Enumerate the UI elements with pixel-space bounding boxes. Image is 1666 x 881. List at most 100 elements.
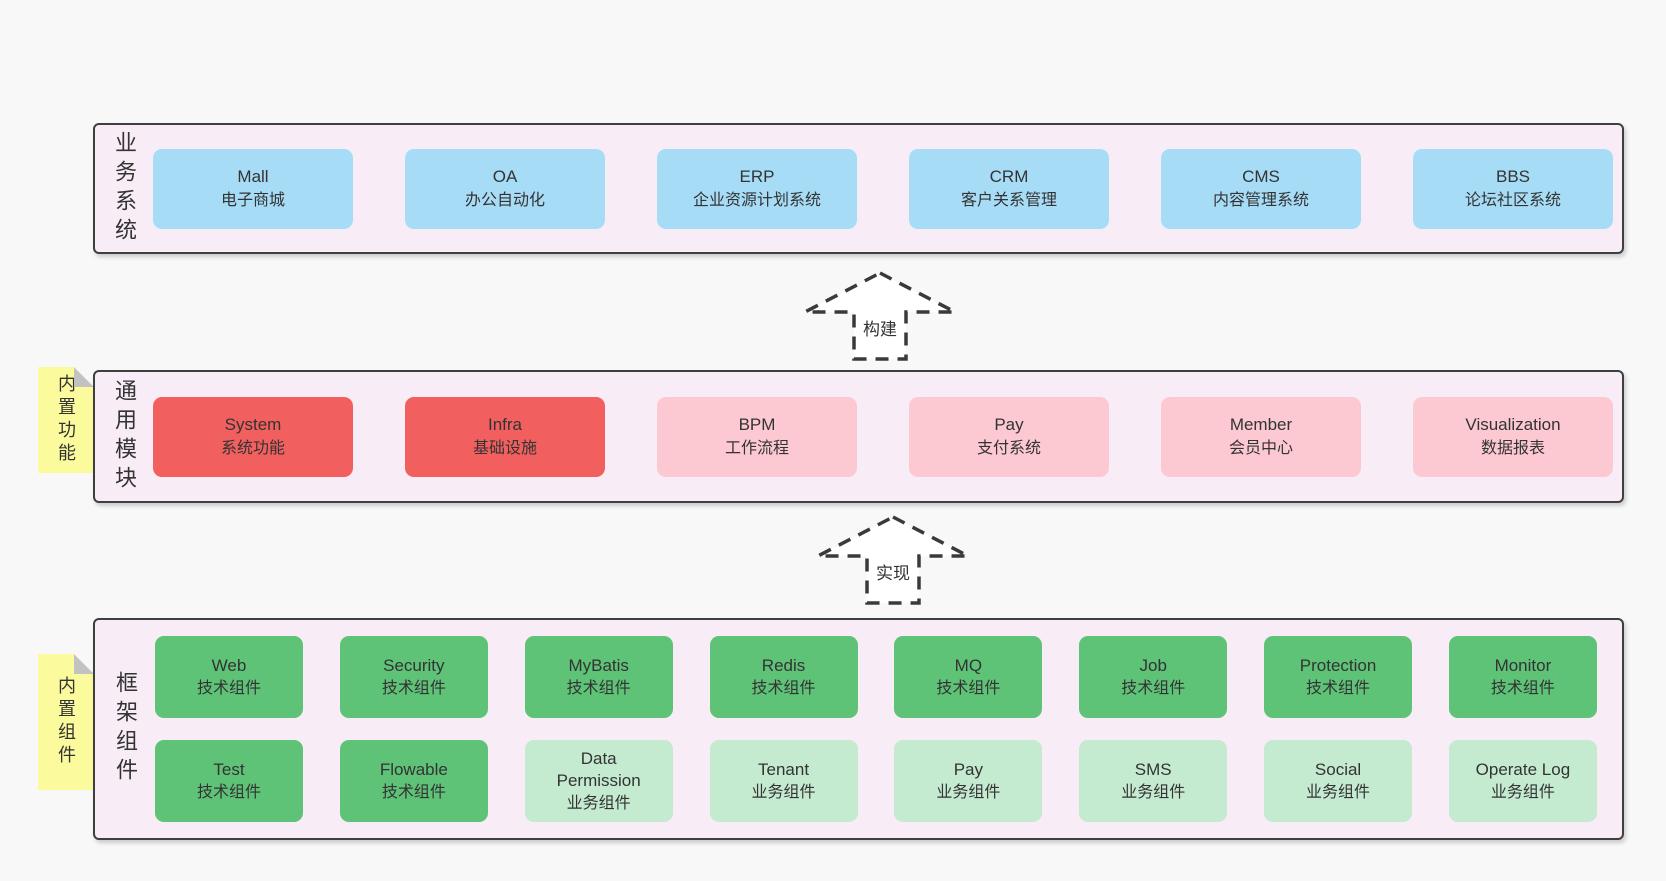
box-zh-label: 技术组件 [751, 679, 816, 697]
box-zh-label: 办公自动化 [464, 192, 545, 210]
box-zh-label: 业务组件 [1121, 783, 1186, 801]
box-operate-log: Operate Log 业务组件 [1448, 740, 1597, 822]
box-system: System 系统功能 [153, 396, 353, 477]
box-bbs: BBS 论坛社区系统 [1413, 148, 1613, 229]
box-oa: OA 办公自动化 [405, 148, 605, 229]
box-zh-label: 论坛社区系统 [1464, 192, 1561, 210]
box-zh-label: 工作流程 [724, 440, 789, 458]
box-flowable: Flowable 技术组件 [339, 740, 488, 822]
box-en-label: Visualization [1465, 414, 1561, 434]
box-zh-label: 技术组件 [196, 679, 261, 697]
box-zh-label: 支付系统 [976, 440, 1041, 458]
box-zh-label: 技术组件 [936, 679, 1001, 697]
box-zh-label: 业务组件 [1490, 783, 1555, 801]
box-en-label: Data Permission [556, 749, 641, 791]
box-tenant: Tenant 业务组件 [709, 740, 858, 822]
box-zh-label: 系统功能 [220, 440, 285, 458]
box-en-label: MQ [954, 656, 983, 676]
sticky-label-builtin-features: 内置功能 [56, 374, 76, 466]
box-mybatis: MyBatis 技术组件 [524, 636, 673, 718]
box-cms: CMS 内容管理系统 [1161, 148, 1361, 229]
box-web: Web 技术组件 [155, 636, 303, 718]
box-zh-label: 技术组件 [381, 783, 446, 801]
box-row: Mall 电子商城 OA 办公自动化 ERP 企业资源计划系统 CRM 客户关系管理 CMS 内容… [153, 148, 1613, 229]
box-sms: SMS 业务组件 [1079, 740, 1228, 822]
box-en-label: Social [1314, 760, 1362, 780]
box-en-label: BBS [1495, 166, 1531, 186]
box-zh-label: 技术组件 [1490, 679, 1555, 697]
box-zh-label: 技术组件 [1306, 679, 1371, 697]
box-en-label: Pay [953, 760, 984, 780]
box-zh-label: 内容管理系统 [1212, 192, 1309, 210]
arrow-build: 构建 [804, 270, 956, 362]
band-business-systems-rows: Mall 电子商城 OA 办公自动化 ERP 企业资源计划系统 CRM 客户关系管理 CMS 内容… [153, 125, 1613, 252]
box-en-label: OA [492, 166, 518, 186]
box-data-permission: Data Permission 业务组件 [524, 740, 673, 822]
box-en-label: Infra [487, 414, 523, 434]
box-member: Member 会员中心 [1161, 396, 1361, 477]
box-zh-label: 数据报表 [1480, 440, 1545, 458]
box-en-label: Security [383, 656, 445, 676]
sticky-fold-icon [74, 367, 94, 387]
box-security: Security 技术组件 [339, 636, 488, 718]
box-zh-label: 企业资源计划系统 [692, 192, 821, 210]
box-zh-label: 业务组件 [751, 783, 816, 801]
box-en-label: Mall [237, 166, 269, 186]
band-label-business-systems: 业务系统 [112, 130, 137, 247]
box-zh-label: 客户关系管理 [960, 192, 1057, 210]
box-en-label: Tenant [758, 760, 810, 780]
box-en-label: Redis [761, 656, 806, 676]
sticky-label-builtin-components: 内置组件 [56, 676, 76, 768]
box-zh-label: 会员中心 [1228, 440, 1293, 458]
box-zh-label: 业务组件 [1306, 783, 1371, 801]
box-pay: Pay 业务组件 [894, 740, 1043, 822]
box-infra: Infra 基础设施 [405, 396, 605, 477]
arrow-implement-label: 实现 [872, 557, 914, 586]
box-monitor: Monitor 技术组件 [1448, 636, 1597, 718]
box-en-label: Job [1139, 656, 1167, 676]
box-en-label: Monitor [1494, 656, 1552, 676]
sticky-note-builtin-components: 内置组件 [38, 654, 94, 790]
box-zh-label: 技术组件 [381, 679, 446, 697]
box-en-label: ERP [739, 166, 775, 186]
box-en-label: BPM [738, 414, 776, 434]
band-label-common-modules: 通用模块 [112, 378, 137, 495]
box-zh-label: 业务组件 [936, 783, 1001, 801]
box-social: Social 业务组件 [1264, 740, 1413, 822]
box-zh-label: 电子商城 [220, 192, 285, 210]
box-en-label: System [224, 414, 282, 434]
box-mq: MQ 技术组件 [894, 636, 1043, 718]
box-en-label: SMS [1134, 760, 1172, 780]
box-zh-label: 基础设施 [472, 440, 537, 458]
box-zh-label: 技术组件 [196, 783, 261, 801]
box-en-label: Member [1229, 414, 1293, 434]
box-zh-label: 业务组件 [566, 794, 631, 812]
box-en-label: CRM [989, 166, 1029, 186]
box-protection: Protection 技术组件 [1264, 636, 1413, 718]
box-crm: CRM 客户关系管理 [909, 148, 1109, 229]
band-label-framework-components: 框架组件 [113, 671, 138, 787]
box-en-label: Flowable [379, 760, 448, 780]
box-redis: Redis 技术组件 [709, 636, 858, 718]
box-zh-label: 技术组件 [566, 679, 631, 697]
sticky-note-builtin-features: 内置功能 [38, 367, 94, 473]
arrow-build-label: 构建 [859, 313, 901, 342]
box-en-label: Operate Log [1475, 760, 1571, 780]
box-en-label: MyBatis [568, 656, 629, 676]
box-en-label: CMS [1242, 166, 1280, 186]
box-erp: ERP 企业资源计划系统 [657, 148, 857, 229]
box-en-label: Protection [1299, 656, 1377, 676]
box-visualization: Visualization 数据报表 [1413, 396, 1613, 477]
sticky-fold-icon [74, 654, 94, 674]
arrow-implement: 实现 [817, 514, 969, 606]
box-en-label: Web [211, 656, 247, 676]
